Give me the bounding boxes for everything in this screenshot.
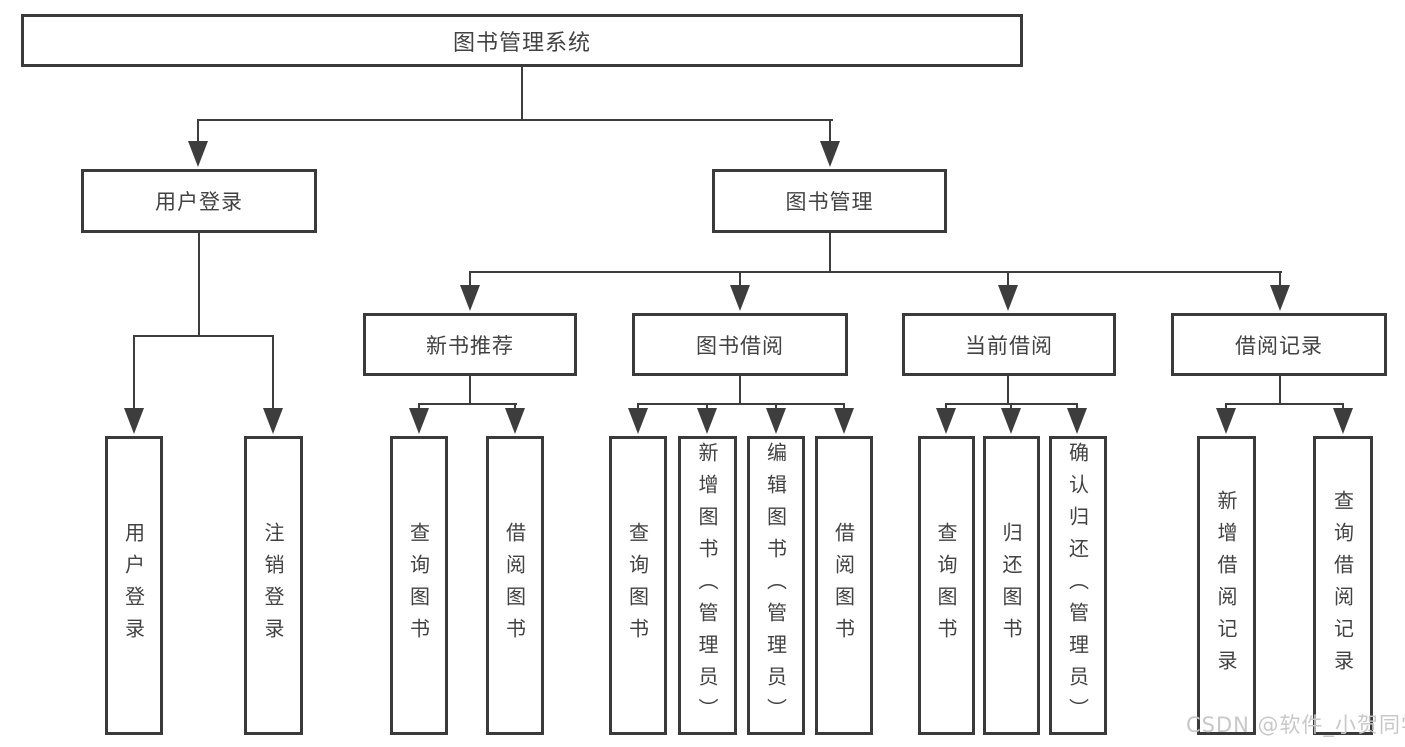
arrow-down-icon xyxy=(628,408,648,434)
leaf-user-login: 用户登录 xyxy=(105,436,163,735)
leaf-label: 用户登录 xyxy=(121,521,146,650)
leaf-return-books: 归还图书 xyxy=(983,436,1040,735)
connector-line xyxy=(1225,403,1227,412)
connector-line xyxy=(1007,271,1009,289)
node-label: 借阅记录 xyxy=(1235,333,1323,358)
connector-line xyxy=(418,403,420,412)
leaf-query-books-current: 查询图书 xyxy=(918,436,975,735)
arrow-down-icon xyxy=(730,285,750,311)
node-label: 用户登录 xyxy=(155,190,243,214)
connector-line xyxy=(1279,271,1281,289)
connector-line xyxy=(1342,403,1344,412)
arrow-down-icon xyxy=(409,408,429,434)
arrow-down-icon xyxy=(820,141,840,167)
arrow-down-icon xyxy=(1216,408,1236,434)
connector-line xyxy=(1076,403,1078,412)
connector-line xyxy=(198,233,200,337)
connector-line xyxy=(829,233,831,273)
node-label: 图书管理系统 xyxy=(452,30,591,56)
leaf-add-borrow-record: 新增借阅记录 xyxy=(1197,436,1256,735)
connector-line xyxy=(197,119,833,121)
leaf-query-borrow-record: 查询借阅记录 xyxy=(1313,436,1373,735)
leaf-label: 借阅图书 xyxy=(831,521,856,650)
node-label: 新书推荐 xyxy=(426,333,514,358)
connector-line xyxy=(514,403,516,412)
leaf-confirm-return-admin: 确认归还（管理员） xyxy=(1049,436,1107,735)
arrow-down-icon xyxy=(188,141,208,167)
leaf-label: 借阅图书 xyxy=(502,521,527,650)
leaf-label: 查询借阅记录 xyxy=(1330,489,1355,682)
leaf-label: 编辑图书（管理员） xyxy=(763,441,788,730)
arrow-down-icon xyxy=(1333,408,1353,434)
connector-line xyxy=(272,335,274,411)
connector-line xyxy=(133,335,135,411)
leaf-label: 新增图书（管理员） xyxy=(695,441,719,730)
connector-line xyxy=(1010,403,1012,412)
leaf-label: 归还图书 xyxy=(999,521,1023,650)
node-label: 图书借阅 xyxy=(696,333,784,358)
connector-line xyxy=(775,403,777,412)
connector-line xyxy=(469,271,1282,273)
connector-line xyxy=(133,335,274,337)
node-label: 当前借阅 xyxy=(965,333,1053,358)
leaf-query-books-newbooks: 查询图书 xyxy=(390,436,448,735)
connector-line xyxy=(843,403,845,412)
arrow-down-icon xyxy=(936,408,956,434)
arrow-down-icon xyxy=(1067,408,1087,434)
connector-line xyxy=(739,271,741,289)
leaf-logout: 注销登录 xyxy=(244,436,303,735)
connector-line xyxy=(469,271,471,289)
connector-line xyxy=(637,403,639,412)
leaf-borrow-books-borrowing: 借阅图书 xyxy=(815,436,873,735)
connector-line xyxy=(469,376,471,405)
node-book-borrowing: 图书借阅 xyxy=(632,313,848,376)
node-book-management: 图书管理 xyxy=(712,169,947,233)
leaf-query-books-borrowing: 查询图书 xyxy=(609,436,667,735)
leaf-add-book-admin: 新增图书（管理员） xyxy=(678,436,737,735)
node-borrow-records: 借阅记录 xyxy=(1171,313,1387,376)
arrow-down-icon xyxy=(1270,285,1290,311)
arrow-down-icon xyxy=(697,408,717,434)
leaf-edit-book-admin: 编辑图书（管理员） xyxy=(747,436,805,735)
connector-line xyxy=(1279,376,1281,405)
leaf-label: 注销登录 xyxy=(261,521,285,650)
connector-line xyxy=(1225,403,1344,405)
connector-line xyxy=(418,403,517,405)
node-library-management-system: 图书管理系统 xyxy=(21,14,1023,67)
arrow-down-icon xyxy=(834,408,854,434)
connector-line xyxy=(739,376,741,405)
connector-line xyxy=(945,403,947,412)
connector-line xyxy=(1007,376,1009,405)
arrow-down-icon xyxy=(998,285,1018,311)
connector-line xyxy=(829,119,831,145)
arrow-down-icon xyxy=(1001,408,1021,434)
leaf-borrow-books-newbooks: 借阅图书 xyxy=(486,436,544,735)
csdn-watermark: CSDN @软件_小贺同学 xyxy=(1186,713,1405,737)
node-user-login: 用户登录 xyxy=(81,169,317,233)
leaf-label: 查询图书 xyxy=(406,521,431,650)
arrow-down-icon xyxy=(263,408,283,434)
arrow-down-icon xyxy=(766,408,786,434)
connector-line xyxy=(521,67,523,121)
leaf-label: 确认归还（管理员） xyxy=(1065,441,1090,730)
arrow-down-icon xyxy=(460,285,480,311)
leaf-label: 查询图书 xyxy=(625,521,650,650)
connector-line xyxy=(637,403,845,405)
leaf-label: 查询图书 xyxy=(934,521,958,650)
node-new-book-recommend: 新书推荐 xyxy=(363,313,577,376)
connector-line xyxy=(706,403,708,412)
node-label: 图书管理 xyxy=(785,190,874,214)
leaf-label: 新增借阅记录 xyxy=(1214,489,1238,682)
node-current-borrowing: 当前借阅 xyxy=(902,313,1116,376)
arrow-down-icon xyxy=(505,408,525,434)
connector-line xyxy=(197,119,199,145)
arrow-down-icon xyxy=(124,408,144,434)
